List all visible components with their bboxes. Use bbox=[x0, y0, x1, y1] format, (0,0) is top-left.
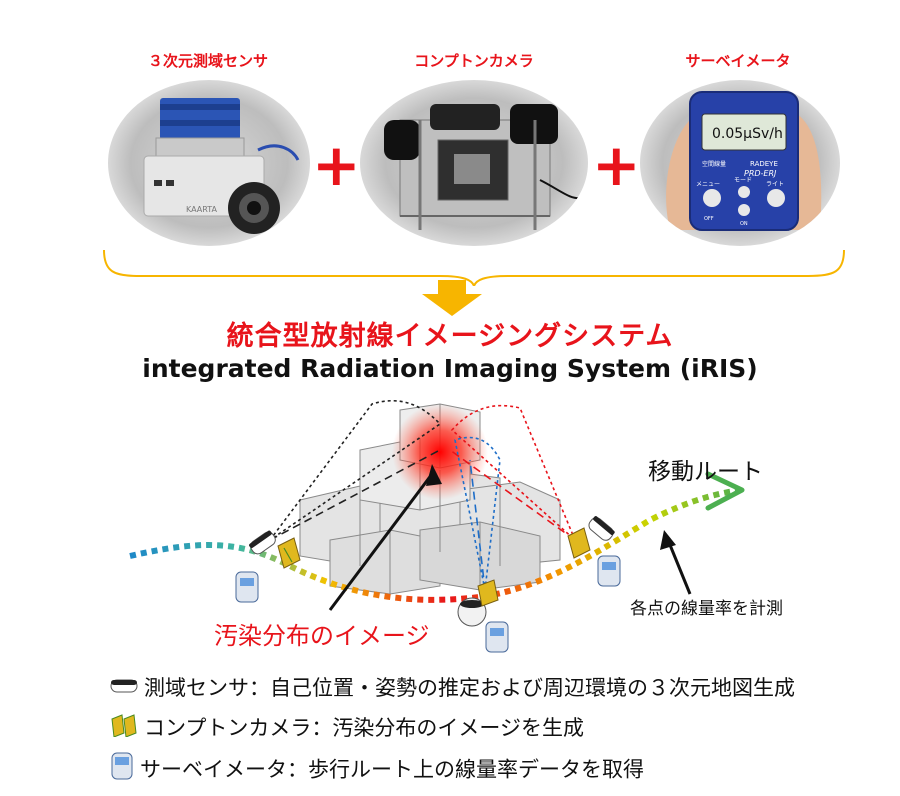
legend-row-lidar: 測域センサ：自己位置・姿勢の推定および周辺環境の３次元地図生成 bbox=[110, 672, 795, 702]
compton-camera-icon bbox=[277, 537, 301, 569]
survey-meter-icon bbox=[485, 621, 509, 653]
lidar-sensor-icon bbox=[457, 597, 487, 627]
lidar-sensor-label: ３次元測域センサ bbox=[147, 52, 268, 70]
button-caption: モード bbox=[734, 177, 752, 184]
survey-meter-photo: 0.05μSv/h RADEYE PRD-ERJ 空間線量 メニュー モード ラ… bbox=[640, 80, 840, 246]
plus-icon: + bbox=[592, 131, 641, 199]
survey-meter-icon bbox=[235, 571, 259, 603]
contamination-arrow-icon bbox=[426, 464, 442, 486]
dose-readout: 0.05μSv/h bbox=[712, 126, 783, 142]
route-label: 移動ルート bbox=[648, 459, 763, 485]
grouping-brace bbox=[103, 249, 845, 286]
compton-camera-icon bbox=[110, 713, 138, 742]
legend-row-compton: コンプトンカメラ：汚染分布のイメージを生成 bbox=[110, 712, 584, 742]
survey-meter-icon bbox=[110, 752, 134, 785]
system-title-jp: 統合型放射線イメージングシステム bbox=[226, 321, 674, 352]
compton-camera-label: コンプトンカメラ bbox=[414, 52, 534, 70]
button-caption: OFF bbox=[704, 216, 714, 222]
legend-row-survey: サーベイメータ：歩行ルート上の線量率データを取得 bbox=[110, 752, 644, 785]
legend-text: サーベイメータ：歩行ルート上の線量率データを取得 bbox=[140, 757, 644, 782]
lidar-sensor-photo: KAARTA bbox=[108, 80, 310, 246]
compton-camera-icon bbox=[567, 527, 591, 559]
lidar-sensor-icon bbox=[110, 675, 138, 699]
button-caption: 空間線量 bbox=[702, 160, 726, 168]
system-title-en: integrated Radiation Imaging System (iRI… bbox=[142, 354, 758, 383]
survey-meter-label: サーベイメータ bbox=[685, 52, 791, 70]
button-caption: ON bbox=[740, 221, 748, 227]
lidar-sensor-icon bbox=[249, 530, 276, 555]
legend-text: コンプトンカメラ：汚染分布のイメージを生成 bbox=[144, 716, 584, 740]
radeye-text: RADEYE bbox=[750, 160, 778, 168]
kaarta-text: KAARTA bbox=[186, 205, 218, 214]
button-caption: ライト bbox=[766, 181, 784, 188]
plus-icon: + bbox=[312, 131, 361, 199]
measure-arrow-icon bbox=[660, 530, 676, 550]
down-arrow-icon bbox=[422, 280, 482, 316]
model-text: PRD-ERJ bbox=[744, 169, 777, 178]
route-arrowhead-icon bbox=[705, 471, 745, 511]
imaging-diagram bbox=[129, 400, 745, 653]
survey-meter-icon bbox=[597, 555, 621, 587]
legend-text: 測域センサ：自己位置・姿勢の推定および周辺環境の３次元地図生成 bbox=[144, 676, 795, 700]
compton-camera-icon bbox=[477, 579, 499, 607]
lidar-sensor-icon bbox=[588, 516, 615, 541]
contamination-hotspot bbox=[392, 404, 488, 500]
button-caption: メニュー bbox=[696, 181, 720, 188]
measure-label: 各点の線量率を計測 bbox=[630, 599, 783, 619]
contamination-label: 汚染分布のイメージ bbox=[214, 622, 430, 650]
compton-camera-photo bbox=[360, 80, 588, 246]
